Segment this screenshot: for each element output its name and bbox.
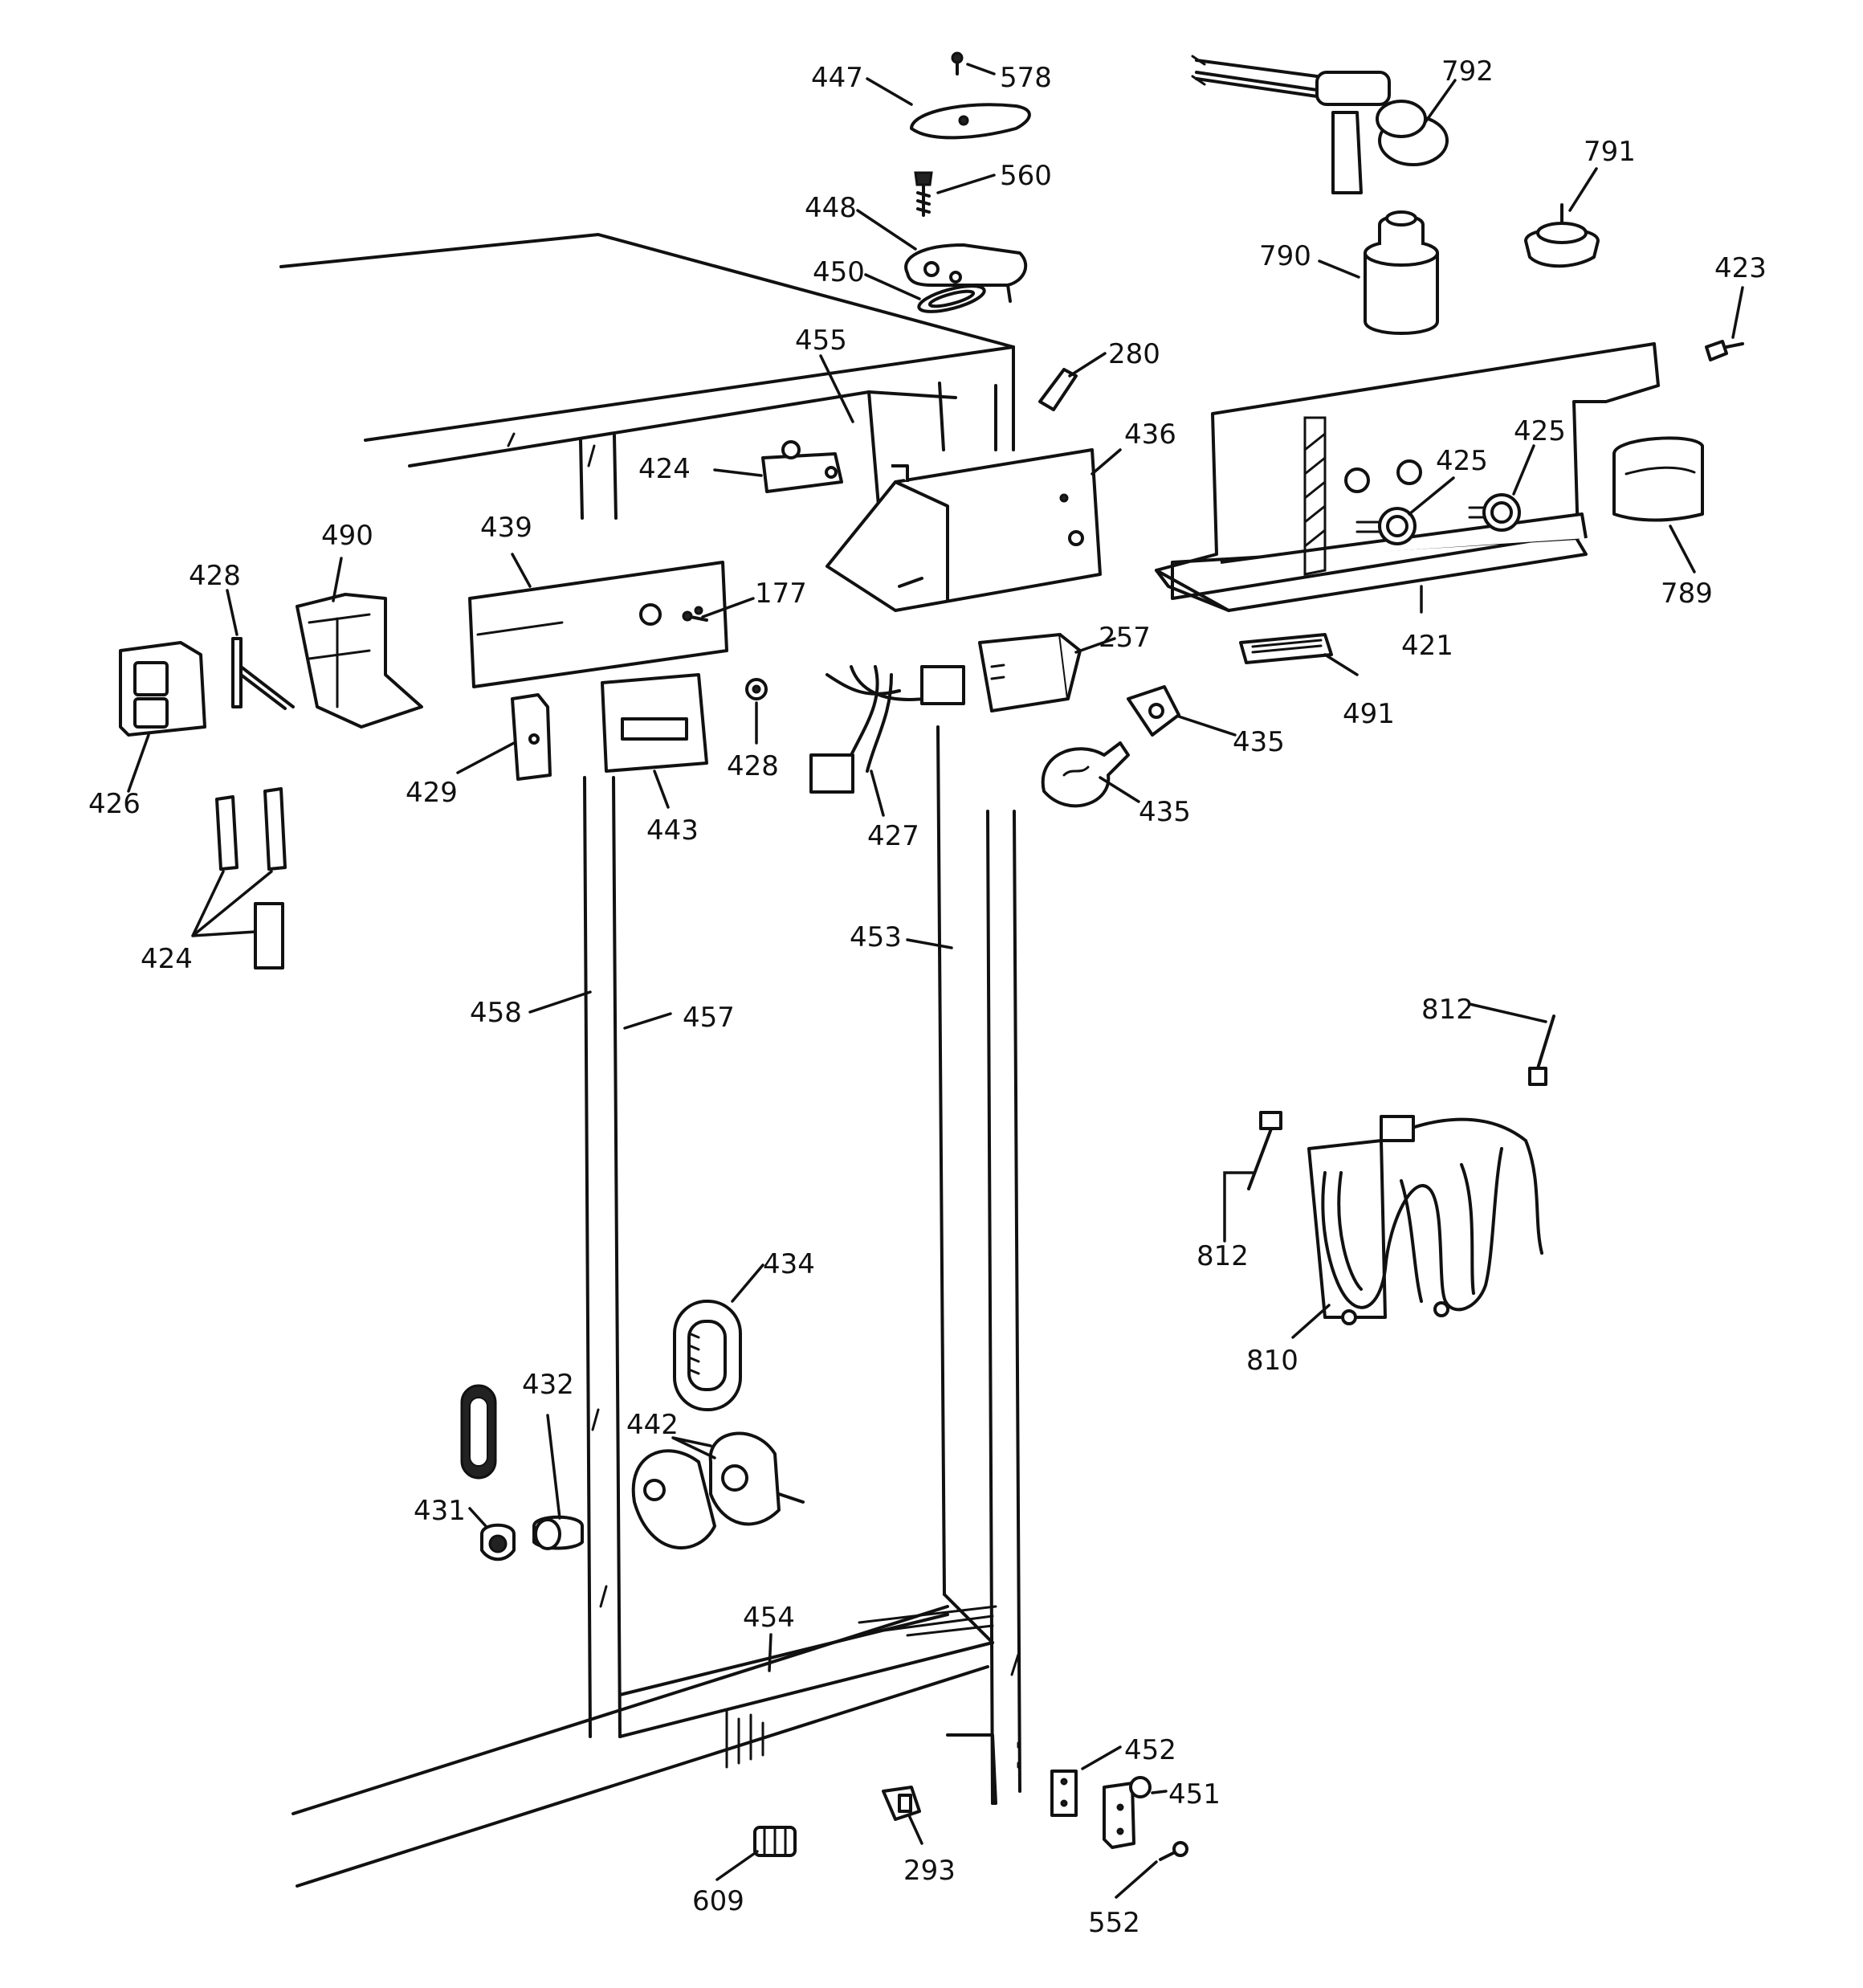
part-448-hinge <box>904 243 1028 303</box>
callout-457: 457 <box>683 1002 735 1034</box>
callout-451: 451 <box>1168 1778 1221 1810</box>
part-428-contact-left <box>231 637 295 710</box>
cabinet-frame <box>279 233 1021 1888</box>
callout-491: 491 <box>1343 698 1395 730</box>
callout-792: 792 <box>1441 55 1494 88</box>
callout-454: 454 <box>743 1602 795 1634</box>
callout-443: 443 <box>646 814 699 847</box>
part-609-clip <box>753 1826 797 1857</box>
leader-lines <box>127 63 1744 1899</box>
part-280-clip <box>1038 368 1078 411</box>
part-560-screw <box>914 171 933 217</box>
part-491-grille <box>1239 633 1333 664</box>
part-421-control-housing <box>1155 342 1660 612</box>
part-578-screw <box>951 51 964 76</box>
part-423-connector <box>1705 340 1744 361</box>
part-451-bottom-hinge <box>1103 1776 1152 1849</box>
part-443-bracket <box>601 673 708 773</box>
callout-812-left: 812 <box>1196 1240 1249 1272</box>
part-257-relay <box>978 633 1082 712</box>
part-426-switch <box>119 641 206 737</box>
callout-458: 458 <box>470 997 522 1029</box>
part-427-wire-harness <box>809 665 965 794</box>
callout-425-right: 425 <box>1514 415 1566 447</box>
callout-427: 427 <box>867 820 919 852</box>
part-435-light-bulb <box>1041 741 1130 808</box>
callout-423: 423 <box>1714 252 1767 284</box>
part-812-drain-tube-left <box>1247 1111 1282 1190</box>
part-810-defrost-heater <box>1307 1115 1543 1325</box>
callout-789: 789 <box>1661 578 1713 610</box>
callout-434: 434 <box>763 1248 815 1280</box>
part-436-control-box <box>826 448 1102 612</box>
part-442-damper-assembly <box>631 1431 805 1550</box>
part-177-screw <box>682 610 708 622</box>
callout-453: 453 <box>850 921 902 953</box>
callout-428-left: 428 <box>189 560 241 592</box>
part-oval-opening <box>460 1384 497 1480</box>
callout-435-bulb: 435 <box>1139 796 1191 828</box>
part-432-bushing <box>532 1515 584 1550</box>
callout-455: 455 <box>795 325 847 357</box>
part-791-fitting <box>1524 203 1600 268</box>
callout-810: 810 <box>1246 1345 1298 1377</box>
callout-560: 560 <box>1000 160 1052 192</box>
callout-552: 552 <box>1088 1907 1140 1939</box>
callout-435-socket: 435 <box>1233 726 1285 758</box>
callout-293: 293 <box>903 1855 956 1887</box>
callout-790: 790 <box>1259 240 1311 272</box>
callout-450: 450 <box>813 256 865 288</box>
callout-442: 442 <box>626 1409 679 1441</box>
callout-425-left: 425 <box>1436 445 1488 477</box>
callout-429: 429 <box>406 777 458 809</box>
callout-257: 257 <box>1099 622 1151 654</box>
callout-436: 436 <box>1124 418 1176 451</box>
callout-448: 448 <box>805 192 857 224</box>
callout-812-top: 812 <box>1421 994 1474 1026</box>
callout-791: 791 <box>1584 136 1636 168</box>
part-490-terminal-block <box>296 593 423 729</box>
part-450-shim <box>917 284 986 313</box>
part-789-light-shield <box>1612 436 1704 522</box>
part-293-clip <box>882 1786 921 1821</box>
callout-428-gear: 428 <box>727 750 779 782</box>
callout-280: 280 <box>1108 338 1160 370</box>
part-790-water-filter <box>1364 210 1439 335</box>
part-552-screw <box>1159 1841 1188 1861</box>
callout-578: 578 <box>1000 62 1052 94</box>
part-439-bracket <box>468 561 728 688</box>
part-812-drain-tube-top <box>1528 1014 1555 1086</box>
callout-439: 439 <box>480 512 532 544</box>
callout-609: 609 <box>692 1885 744 1917</box>
callout-452: 452 <box>1124 1734 1176 1766</box>
part-428-gear <box>745 678 768 700</box>
part-424-switch-parts-left <box>215 787 287 970</box>
part-435-light-socket <box>1127 685 1180 737</box>
callout-labels: 447 578 560 448 450 455 280 792 791 790 … <box>88 55 1767 1939</box>
callout-421: 421 <box>1401 630 1453 662</box>
part-425-knob-right <box>1468 493 1521 532</box>
part-425-knob-left <box>1355 507 1417 545</box>
part-431-grommet <box>480 1523 516 1561</box>
part-792-water-valve <box>1191 55 1449 194</box>
part-452-plate <box>1050 1770 1078 1817</box>
part-429-clip <box>511 693 552 781</box>
callout-432: 432 <box>522 1369 574 1401</box>
callout-424-top: 424 <box>638 453 691 485</box>
callout-447: 447 <box>811 62 863 94</box>
callout-426: 426 <box>88 788 141 820</box>
part-434-cover <box>673 1300 742 1411</box>
part-424-door-switch-top <box>761 440 843 493</box>
callout-431: 431 <box>414 1495 466 1527</box>
part-447-hinge-cover <box>910 103 1031 140</box>
callout-424-left: 424 <box>141 943 193 975</box>
callout-177: 177 <box>755 578 807 610</box>
callout-490: 490 <box>321 520 373 552</box>
